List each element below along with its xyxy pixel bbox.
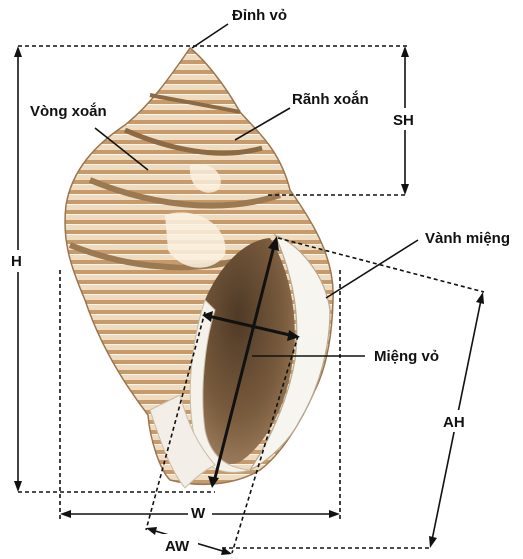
apex-label: Đỉnh vỏ — [232, 7, 287, 24]
spire-height-arrow-head-bottom — [401, 184, 409, 195]
spiral-groove-label: Rãnh xoắn — [292, 90, 369, 108]
lip-leader — [326, 240, 418, 298]
width-arrow-head-right — [329, 510, 340, 518]
width-label: W — [191, 505, 206, 522]
aperture-height-label: AH — [443, 414, 465, 431]
aperture-width-label: AW — [165, 538, 190, 555]
spire-height-label: SH — [393, 112, 414, 129]
spire-height-arrow-head-top — [401, 46, 409, 57]
height-label: H — [11, 253, 22, 270]
height-arrow-head-top — [14, 46, 22, 57]
lip-label: Vành miệng — [425, 230, 510, 247]
aperture-height-arrow-head-bottom — [429, 536, 437, 548]
aperture-width-arrow-head-left — [146, 527, 157, 535]
height-arrow-head-bottom — [14, 481, 22, 492]
apex-leader — [192, 24, 228, 48]
width-arrow-head-left — [60, 510, 71, 518]
aperture-label: Miệng vỏ — [374, 348, 439, 365]
aperture-height-arrow-head-top — [476, 292, 484, 304]
whorl-label: Vòng xoắn — [30, 102, 107, 120]
